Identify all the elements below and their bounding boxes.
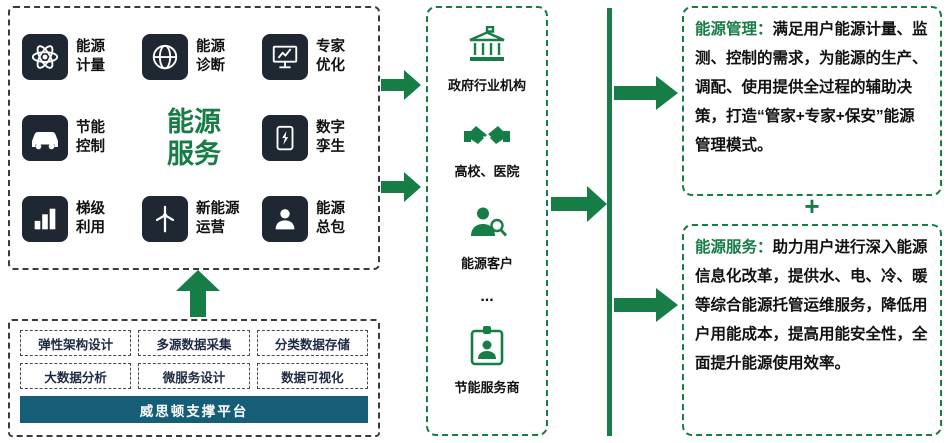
service-item-label: 专家 优化 [316, 38, 345, 74]
customer-label: 高校、医院 [454, 164, 520, 179]
bank-icon [466, 25, 508, 69]
platform-item: 弹性架构设计 [20, 330, 132, 356]
wind-turbine-icon [142, 196, 188, 243]
energy-management-title: 能源管理： [695, 21, 773, 38]
energy-service-body: 助力用户进行深入能源信息化改革，提供水、电、冷、暖等综合能源托管运维服务，降低用… [695, 239, 928, 372]
service-item-control: 节能 控制 [16, 99, 132, 176]
energy-service-title: 能源服务： [695, 239, 773, 256]
right-arrow [551, 186, 607, 222]
car-icon [22, 114, 68, 161]
plus-sign: + [804, 191, 820, 221]
energy-service-text: 能源服务：助力用户进行深入能源信息化改革，提供水、电、冷、暖等综合能源托管运维服… [695, 233, 929, 378]
connector-line [607, 8, 612, 436]
energy-management-text: 能源管理：满足用户能源计量、监测、控制的需求，为能源的生产、调配、使用提供全过程… [695, 15, 929, 160]
service-item-digital-twin: 数字 孪生 [256, 99, 372, 176]
customer-label: 政府行业机构 [447, 78, 526, 93]
customers-panel: 政府行业机构 高校、医院 能源客户 ... 节能服务商 [426, 6, 548, 436]
service-item-label: 能源 诊断 [196, 38, 225, 74]
customer-label: 能源客户 [460, 256, 513, 271]
up-arrow [176, 270, 220, 317]
platform-item: 微服务设计 [138, 363, 250, 389]
energy-management-panel: 能源管理：满足用户能源计量、监测、控制的需求，为能源的生产、调配、使用提供全过程… [682, 6, 942, 196]
platform-name-bar: 威思顿支撑平台 [20, 396, 368, 423]
service-item-new-energy: 新能源 运营 [136, 181, 252, 258]
energy-service-panel-desc: 能源服务：助力用户进行深入能源信息化改革，提供水、电、冷、暖等综合能源托管运维服… [682, 224, 942, 436]
service-item-diagnosis: 能源 诊断 [136, 18, 252, 95]
service-item-label: 节能 控制 [76, 120, 105, 155]
platform-item: 大数据分析 [20, 363, 132, 389]
right-arrow [381, 172, 421, 202]
step-bars-icon [22, 196, 68, 243]
right-arrow [614, 76, 678, 110]
ellipsis-text: ... [480, 288, 494, 305]
globe-network-icon [142, 33, 188, 80]
platform-item: 多源数据采集 [138, 330, 250, 356]
service-item-label: 梯级 利用 [76, 201, 105, 237]
tablet-bolt-icon [262, 114, 308, 161]
right-arrow [381, 70, 421, 100]
service-item-cascade: 梯级 利用 [16, 181, 132, 258]
person-icon [262, 196, 308, 243]
platform-panel: 弹性架构设计 多源数据采集 分类数据存储 大数据分析 微服务设计 数据可视化 威… [8, 319, 380, 437]
platform-item: 数据可视化 [256, 363, 368, 389]
platform-item: 分类数据存储 [256, 330, 368, 356]
service-item-epc: 能源 总包 [256, 181, 372, 258]
service-item-label: 能源 总包 [316, 201, 345, 237]
customer-label: 节能服务商 [454, 380, 520, 395]
energy-management-body: 满足用户能源计量、监测、控制的需求，为能源的生产、调配、使用提供全过程的辅助决策… [695, 21, 928, 154]
service-item-label: 能源 计量 [76, 38, 105, 74]
service-item-expert: 专家 优化 [256, 18, 372, 95]
service-item-label: 新能源 运营 [196, 201, 240, 237]
monitor-chart-icon [262, 33, 308, 80]
platform-capabilities: 弹性架构设计 多源数据采集 分类数据存储 大数据分析 微服务设计 数据可视化 [20, 330, 368, 389]
service-item-label: 数字 孪生 [316, 120, 345, 155]
id-badge-icon [469, 324, 505, 371]
customer-search-icon [467, 204, 508, 247]
right-arrow [614, 288, 678, 322]
service-item-metering: 能源 计量 [16, 18, 132, 95]
energy-service-panel: 能源 计量 能源 诊断 专家 优化 节能 控制 能源 服务 数字 孪生 [8, 6, 380, 270]
handshake-icon [464, 120, 510, 155]
atom-icon [22, 33, 68, 80]
panel-title: 能源 服务 [167, 106, 221, 169]
